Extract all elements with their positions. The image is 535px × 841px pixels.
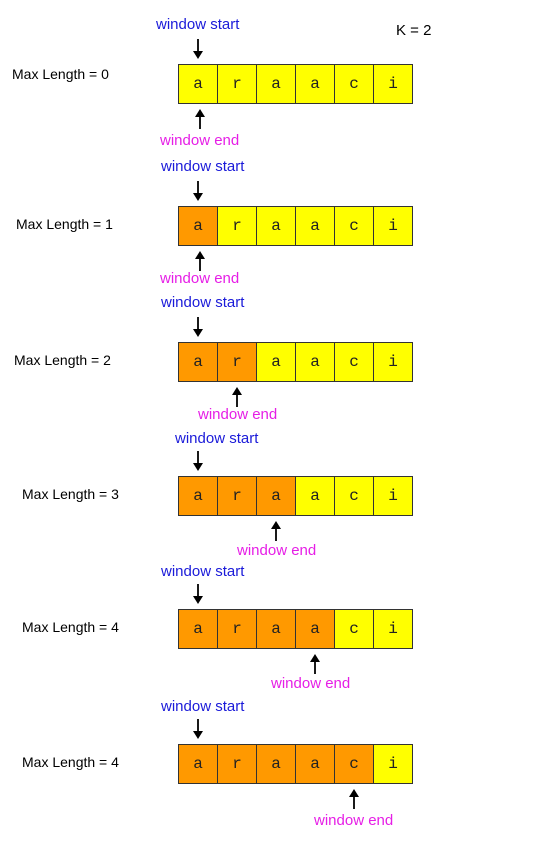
array-cell: i [373,206,413,246]
window-end-label: window end [160,270,240,287]
window-start-arrow-icon [192,584,203,604]
window-end-label: window end [314,812,394,829]
array-cell: r [217,609,257,649]
array-cell: a [256,744,296,784]
array-cell: r [217,744,257,784]
array-cell: i [373,744,413,784]
k-label: K = 2 [396,22,432,39]
array-cell: a [295,609,335,649]
array-cell: a [178,64,218,104]
window-start-label: window start [161,698,245,715]
array-cell: r [217,342,257,382]
array-cell: i [373,476,413,516]
window-start-label: window start [161,158,245,175]
window-start-label: window start [161,563,245,580]
window-end-label: window end [237,542,317,559]
array-cell: a [295,342,335,382]
array-cell: a [295,476,335,516]
array-cell: r [217,476,257,516]
window-end-label: window end [160,132,240,149]
max-length-label: Max Length = 2 [14,352,111,368]
window-end-arrow-icon [231,387,242,407]
window-end-arrow-icon [270,521,281,541]
array-cell: a [256,342,296,382]
array-cell: i [373,609,413,649]
window-end-label: window end [198,406,278,423]
window-end-arrow-icon [348,789,359,809]
array-cell: a [178,206,218,246]
window-start-arrow-icon [192,39,203,59]
max-length-label: Max Length = 4 [22,619,119,635]
array-cell: c [334,609,374,649]
window-start-arrow-icon [192,719,203,739]
window-end-arrow-icon [194,251,205,271]
array-cell: a [295,744,335,784]
window-end-label: window end [271,675,351,692]
array-cell: i [373,342,413,382]
window-end-arrow-icon [194,109,205,129]
array-cell: a [178,476,218,516]
max-length-label: Max Length = 1 [16,216,113,232]
window-start-label: window start [161,294,245,311]
array-cell: a [295,64,335,104]
max-length-label: Max Length = 3 [22,486,119,502]
window-start-arrow-icon [192,181,203,201]
array-cell: c [334,342,374,382]
array-cell: a [178,744,218,784]
array-cell: a [256,609,296,649]
array-cell: c [334,64,374,104]
array-cell: r [217,206,257,246]
array-cell: a [256,64,296,104]
array-cell: a [178,342,218,382]
window-start-label: window start [156,16,240,33]
array-cell: a [295,206,335,246]
window-start-arrow-icon [192,451,203,471]
max-length-label: Max Length = 4 [22,754,119,770]
window-end-arrow-icon [309,654,320,674]
window-start-label: window start [175,430,259,447]
array-cell: i [373,64,413,104]
array-cell: a [178,609,218,649]
array-cell: a [256,476,296,516]
array-cell: c [334,476,374,516]
array-cell: c [334,744,374,784]
max-length-label: Max Length = 0 [12,66,109,82]
array-cell: a [256,206,296,246]
array-cell: r [217,64,257,104]
window-start-arrow-icon [192,317,203,337]
array-cell: c [334,206,374,246]
